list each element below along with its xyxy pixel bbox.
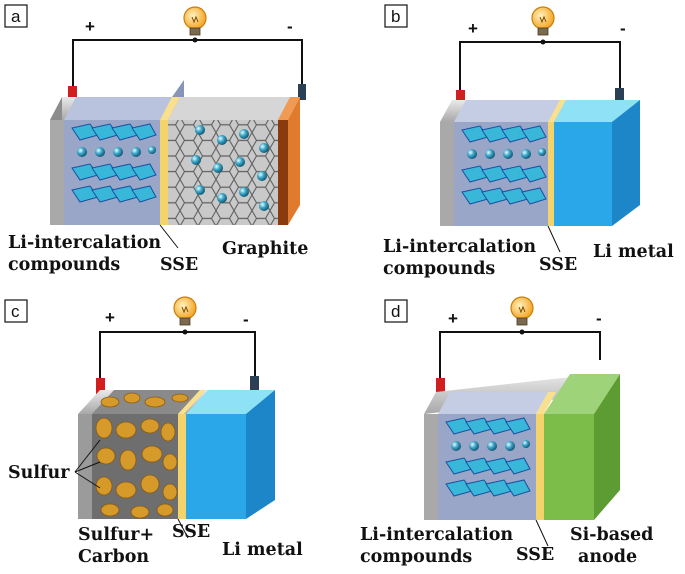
positive-sign: + <box>85 17 95 36</box>
cathode-label-line2: compounds <box>8 255 120 275</box>
external-circuit-wire <box>72 39 303 86</box>
panel-a: a + - <box>4 4 308 275</box>
negative-terminal <box>298 84 306 100</box>
positive-terminal <box>68 86 77 100</box>
panel-d: d + - <box>360 296 653 567</box>
sse-label: SSE <box>516 545 554 565</box>
light-bulb-icon <box>183 6 207 36</box>
positive-sign: + <box>105 308 115 327</box>
external-circuit-wire <box>459 41 621 90</box>
sse-layer <box>548 122 554 226</box>
sse-leader-line <box>159 224 179 249</box>
sse-layer <box>536 414 544 520</box>
cathode-label-line2: compounds <box>383 259 495 279</box>
positive-sign: + <box>448 309 458 328</box>
si-based-anode <box>544 414 594 520</box>
panel-letter-box <box>4 299 28 323</box>
cathode-label-line1: Li-intercalation <box>360 525 513 545</box>
side-label: Sulfur <box>8 463 70 483</box>
sse-leader-line <box>535 519 549 547</box>
lithium-ion-icon <box>77 125 269 211</box>
negative-sign: - <box>287 17 293 36</box>
anode-label-line1: Si-based <box>570 525 653 545</box>
external-circuit-wire <box>439 331 601 378</box>
light-bulb-icon <box>510 296 534 326</box>
crystal-lattice-icon <box>461 125 547 205</box>
lithium-ion-icon <box>467 148 546 159</box>
panel-letter: b <box>391 7 400 26</box>
cathode-label-line2: Carbon <box>78 547 149 567</box>
sse-layer <box>178 414 186 519</box>
negative-terminal <box>250 376 259 394</box>
anode-label: Li metal <box>593 242 674 262</box>
li-metal-anode <box>186 414 246 519</box>
anode-current-collector <box>288 97 300 225</box>
li-metal-anode <box>554 122 612 226</box>
cathode-label-line1: Li-intercalation <box>383 237 536 257</box>
positive-terminal <box>456 90 465 104</box>
external-circuit-wire <box>99 331 256 378</box>
crystal-lattice-icon <box>71 123 157 203</box>
anode-label: Graphite <box>222 239 308 259</box>
panel-letter-box <box>4 4 28 28</box>
positive-sign: + <box>468 19 478 38</box>
sse-label: SSE <box>539 255 577 275</box>
light-bulb-icon <box>531 6 555 36</box>
panel-b: b + - <box>383 4 674 279</box>
panel-letter: c <box>11 302 20 321</box>
cathode-label-line1: Sulfur+ <box>78 525 154 545</box>
panel-letter: d <box>391 302 400 321</box>
negative-terminal <box>615 88 624 104</box>
anode-label: Li metal <box>222 540 303 560</box>
positive-terminal <box>436 378 445 394</box>
panel-letter: a <box>11 7 21 26</box>
light-bulb-icon <box>173 296 197 326</box>
panel-letter-box <box>384 4 408 28</box>
negative-sign: - <box>243 310 249 329</box>
sse-leader-line <box>177 518 189 539</box>
cathode-label-line1: Li-intercalation <box>8 233 161 253</box>
lithium-ion-icon <box>451 440 530 451</box>
positive-terminal <box>96 378 105 394</box>
sse-label: SSE <box>172 522 210 542</box>
panel-c: c + - <box>4 296 303 567</box>
negative-sign: - <box>620 19 626 38</box>
sulfur-particle-icon <box>95 392 189 519</box>
panel-letter-box <box>384 299 408 323</box>
sse-layer <box>160 120 168 225</box>
negative-sign: - <box>596 309 602 328</box>
cathode-label-line2: compounds <box>360 547 472 567</box>
crystal-lattice-icon <box>445 417 531 497</box>
sse-label: SSE <box>160 255 198 275</box>
sulfur-leader-lines <box>74 439 101 489</box>
anode-label-line2: anode <box>578 547 637 567</box>
sse-leader-line <box>547 225 561 253</box>
